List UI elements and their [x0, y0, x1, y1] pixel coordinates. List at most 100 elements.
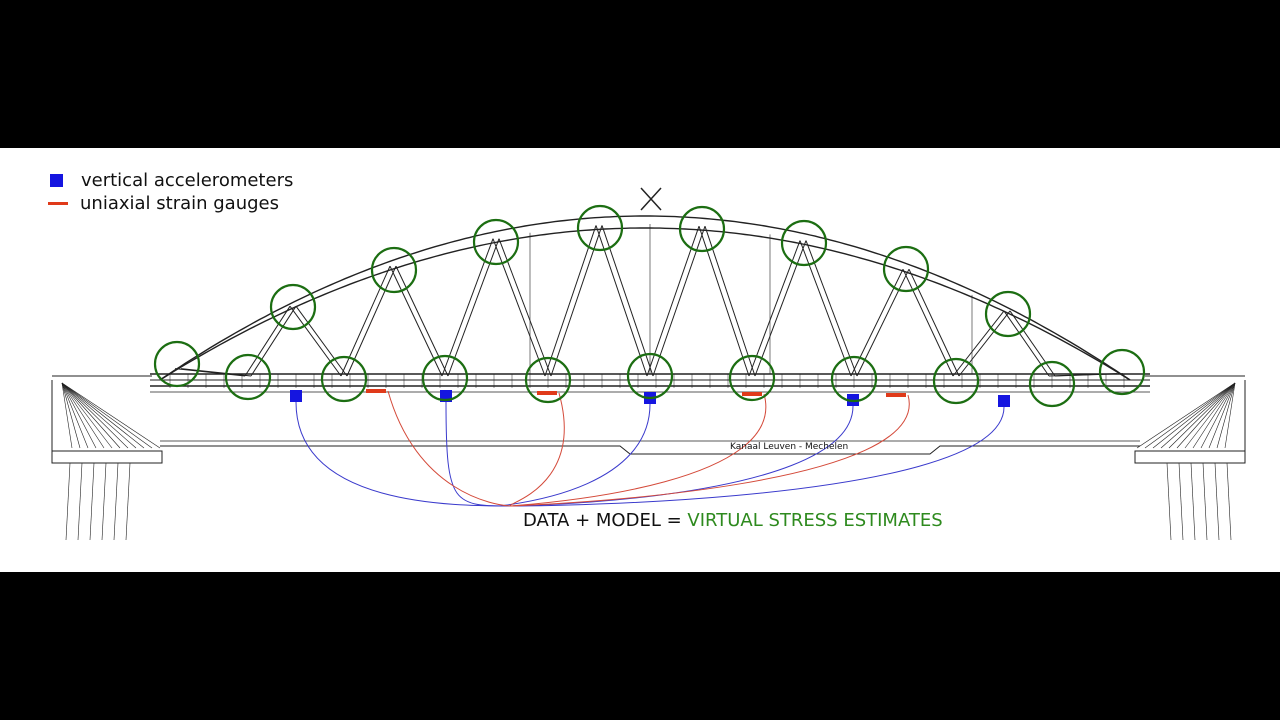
joint-circle	[370, 246, 418, 294]
strain-gauge-cable	[512, 394, 910, 507]
abutment-cap	[51, 450, 163, 464]
joint-circle	[153, 340, 201, 388]
joint-circle	[320, 355, 368, 403]
accelerometer-cable	[506, 405, 854, 507]
abutment	[1134, 375, 1246, 541]
joint-circle	[1028, 360, 1076, 408]
hanger	[856, 268, 910, 377]
joint-circle	[932, 357, 980, 405]
hanger	[601, 225, 654, 377]
hatch	[61, 382, 89, 449]
joint-circle	[524, 356, 572, 404]
joint-circle	[269, 283, 317, 331]
pile	[1178, 462, 1184, 541]
pile	[113, 462, 119, 541]
hatch	[1208, 382, 1236, 449]
hatch	[1152, 382, 1236, 449]
hatch	[1144, 382, 1236, 449]
hatch	[61, 382, 121, 449]
hanger	[447, 238, 500, 377]
hatch	[61, 382, 129, 449]
hatch	[61, 382, 145, 449]
hanger	[346, 265, 397, 377]
hatch	[61, 382, 137, 449]
pile	[65, 462, 71, 541]
caption-highlight: VIRTUAL STRESS ESTIMATES	[687, 510, 943, 531]
accelerometer-swatch-icon	[50, 173, 63, 187]
legend-accelerometers-label: vertical accelerometers	[81, 169, 294, 191]
hanger	[1054, 373, 1124, 377]
accelerometer-marker	[290, 390, 302, 402]
legend-strain-gauges: uniaxial strain gauges	[48, 192, 279, 214]
caption-prefix: DATA + MODEL =	[523, 510, 688, 531]
accelerometer-cable	[508, 406, 1005, 507]
hanger	[850, 268, 904, 377]
hanger	[652, 225, 706, 377]
pile	[125, 462, 131, 541]
accelerometer-cable	[295, 401, 514, 507]
joint-circle	[830, 355, 878, 403]
pile	[1202, 462, 1208, 541]
hanger	[754, 240, 807, 377]
strain-gauge-swatch-icon	[48, 201, 68, 205]
caption: DATA + MODEL = VIRTUAL STRESS ESTIMATES	[0, 510, 1280, 531]
hanger	[698, 225, 750, 377]
hanger	[544, 225, 597, 377]
legend-accelerometers: vertical accelerometers	[48, 169, 293, 191]
joint-circle	[780, 219, 828, 267]
hatch	[1184, 382, 1236, 449]
pile	[89, 462, 95, 541]
hanger	[389, 265, 443, 377]
hatch	[61, 382, 73, 449]
canal-label: Kanaal Leuven - Mechelen	[730, 442, 848, 452]
hanger	[799, 240, 852, 377]
hatch	[61, 382, 105, 449]
accelerometer-cable	[501, 403, 651, 507]
accelerometer-marker	[998, 395, 1010, 407]
hanger	[646, 225, 700, 377]
hatch	[1160, 382, 1236, 449]
hatch	[1224, 382, 1236, 449]
hanger	[174, 368, 246, 377]
joint-circle	[576, 204, 624, 252]
hatch	[1216, 382, 1236, 449]
pile	[101, 462, 107, 541]
hanger	[805, 240, 858, 377]
joint-circle	[421, 354, 469, 402]
hanger	[704, 225, 756, 377]
hanger	[952, 310, 1005, 377]
hatch	[61, 382, 97, 449]
hanger	[289, 305, 342, 377]
hatch	[1192, 382, 1236, 449]
strain-gauge-cable	[511, 393, 767, 507]
pile	[77, 462, 83, 541]
pile	[1226, 462, 1232, 541]
hanger	[492, 238, 546, 377]
accelerometer-cable	[445, 401, 514, 507]
hanger	[244, 305, 291, 377]
hatch	[61, 382, 153, 449]
hanger	[295, 305, 348, 377]
hanger	[1009, 310, 1056, 377]
pile	[1214, 462, 1220, 541]
hanger	[595, 225, 648, 377]
canal-line	[160, 445, 1140, 455]
hatch	[1168, 382, 1236, 449]
hanger	[498, 238, 552, 377]
hanger	[1003, 310, 1050, 377]
hatch	[61, 382, 161, 449]
hatch	[1200, 382, 1236, 449]
pile	[1190, 462, 1196, 541]
hatch	[61, 382, 113, 449]
hanger	[395, 265, 449, 377]
hanger	[748, 240, 801, 377]
joint-circle	[224, 353, 272, 401]
abutment-cap	[1134, 450, 1246, 464]
joint-circle	[678, 205, 726, 253]
arch-inner	[159, 227, 1131, 381]
crown-mark	[640, 187, 662, 211]
hatch	[1136, 382, 1236, 449]
hanger	[958, 310, 1011, 377]
joint-circle	[626, 352, 674, 400]
strain-gauge-cable	[509, 392, 565, 507]
